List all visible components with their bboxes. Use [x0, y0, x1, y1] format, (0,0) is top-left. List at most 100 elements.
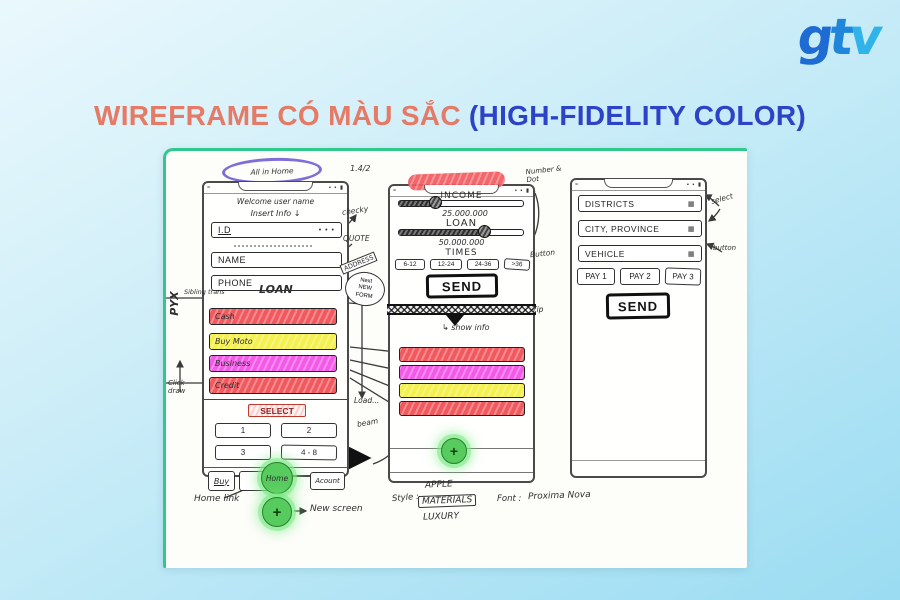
income-value: 25.000.000	[442, 209, 488, 218]
income-slider	[398, 196, 524, 209]
name-label: NAME	[218, 255, 247, 265]
nav-buy-button: Buy	[208, 471, 235, 491]
font-label: Font :	[497, 494, 522, 504]
city-province-select: CITY, PROVINCE ▦	[578, 220, 702, 237]
times-chip-4: >36	[503, 258, 531, 271]
select-header: SELECT	[248, 404, 306, 417]
times-chip-3: 24-36	[467, 259, 499, 270]
name-input: NAME	[211, 252, 342, 268]
districts-select: DISTRICTS ▦	[578, 195, 702, 212]
pay3-button: PAY 3	[664, 267, 702, 286]
new-screen-plus-circle: +	[262, 497, 292, 527]
page-title: WIREFRAME CÓ MÀU SẮC (HIGH-FIDELITY COLO…	[0, 100, 900, 132]
note-button-2: Button	[529, 247, 556, 260]
times-label: TIMES	[445, 248, 478, 258]
footer-line-2	[390, 472, 533, 473]
phone-input: PHONE	[211, 275, 342, 291]
note-show-info: ↳ show info	[442, 323, 490, 332]
note-select-3: select	[710, 191, 734, 206]
note-beam: beam	[356, 416, 379, 429]
note-tip: Tip	[532, 305, 544, 314]
loan-slider-fill	[399, 230, 486, 235]
nav-home-circle-button: Home	[261, 462, 293, 494]
insert-info-label: Insert Info ↓	[250, 209, 301, 218]
statusbar-3: ≈ ▪ ▪ ▮	[572, 179, 705, 191]
note-quote: QUOTE	[343, 234, 370, 243]
wireframe-sketch-photo: All in Home 1.4/2 PYX ≈ ▪ ▪ ▮ Welcome us…	[163, 148, 747, 568]
loan-slider	[398, 225, 524, 238]
times-chip-2: 12-24	[430, 259, 462, 270]
option-button-2: 2	[281, 423, 337, 438]
cash-label: Cash	[215, 312, 235, 321]
note-button-3: button	[713, 244, 737, 252]
section-divider	[204, 399, 347, 400]
font-value: Proxima Nova	[527, 489, 591, 503]
battery-signal-icons: ▪ ▪ ▮	[329, 185, 344, 191]
dropdown-grid-icon: ▦	[687, 200, 695, 208]
phone-notch	[603, 179, 674, 188]
carrier-scribble-icon: ≈	[207, 185, 211, 191]
date-note: 1.4/2	[350, 164, 371, 173]
home-label: Home	[265, 473, 289, 483]
loan-section-label: LOAN	[259, 283, 293, 296]
battery-signal-icons: ▪ ▪ ▮	[515, 188, 530, 194]
side-label-pyx: PYX	[167, 291, 181, 316]
plus-icon: +	[272, 503, 282, 521]
dropdown-grid-icon: ▦	[687, 225, 695, 233]
carrier-scribble-icon: ≈	[575, 182, 579, 188]
vehicle-label: VEHICLE	[585, 248, 625, 259]
style-option-apple: APPLE	[424, 479, 453, 491]
result-bar-red-2	[399, 401, 525, 416]
note-load: Load...	[354, 396, 380, 405]
statusbar-2: ≈ ▪ ▪ ▮	[390, 185, 533, 197]
hatched-divider	[387, 304, 536, 315]
vehicle-select: VEHICLE ▦	[578, 245, 702, 262]
phone-screen-3-payment: ≈ ▪ ▪ ▮ DISTRICTS ▦ CITY, PROVINCE ▦ VEH…	[570, 178, 707, 478]
note-click-draw: Click draw	[168, 379, 186, 396]
nav-account-button: Acount	[310, 472, 345, 490]
note-home-link: Home link	[194, 494, 240, 504]
gtv-logo: gtv	[794, 8, 882, 66]
plus-icon: +	[449, 443, 459, 459]
pull-down-triangle	[446, 315, 464, 326]
send-button-screen3: SEND	[605, 292, 671, 320]
welcome-text: Welcome user name	[236, 197, 315, 206]
style-option-materials-selected: MATERIALS	[417, 493, 477, 509]
phone-notch	[424, 185, 499, 194]
result-bar-yellow	[399, 383, 525, 398]
pay1-button: PAY 1	[577, 268, 615, 285]
credit-label: Credit	[215, 381, 240, 390]
circled-title-text: All in Home	[250, 165, 294, 177]
note-new-screen: New screen	[310, 504, 363, 514]
phone-notch	[238, 182, 313, 191]
loan-value: 50.000.000	[438, 238, 485, 247]
footer-line-3	[572, 460, 705, 461]
pay2-button: PAY 2	[620, 268, 660, 285]
checky-down-arrow: ↓	[351, 215, 358, 224]
id-input: I.D • • •	[211, 222, 342, 238]
loan-item-cash: Cash	[209, 308, 337, 325]
buy-moto-label: Buy Moto	[215, 337, 253, 346]
crossed-out-scribble	[234, 243, 312, 247]
add-plus-circle-button: +	[441, 438, 467, 464]
result-bar-magenta	[399, 365, 525, 380]
districts-label: DISTRICTS	[585, 198, 635, 209]
phone-screen-1-home: ≈ ▪ ▪ ▮ Welcome user name Insert Info ↓ …	[202, 181, 349, 494]
result-bar-red-1	[399, 347, 525, 362]
income-label: INCOME	[440, 191, 483, 201]
loan-item-buy-moto: Buy Moto	[209, 333, 337, 350]
loan-item-business: Business	[209, 355, 337, 372]
note-number-dot: Number & Dot	[525, 164, 562, 185]
title-main: WIREFRAME CÓ MÀU SẮC	[93, 100, 461, 131]
carrier-scribble-icon: ≈	[393, 188, 397, 194]
income-slider-fill	[399, 201, 437, 206]
id-label: I.D	[218, 225, 232, 235]
city-province-label: CITY, PROVINCE	[585, 223, 660, 234]
option-button-3: 3	[215, 445, 271, 460]
style-label: Style :	[391, 491, 420, 505]
loan-slider-knob	[478, 225, 492, 238]
statusbar-1: ≈ ▪ ▪ ▮	[204, 182, 347, 194]
option-button-4-8: 4 - 8	[280, 444, 338, 461]
phone-screen-2-loan-calculator: ≈ ▪ ▪ ▮ INCOME 25.000.000 LOAN 50.000.00…	[387, 171, 536, 483]
title-sub: (HIGH-FIDELITY COLOR)	[460, 100, 807, 131]
